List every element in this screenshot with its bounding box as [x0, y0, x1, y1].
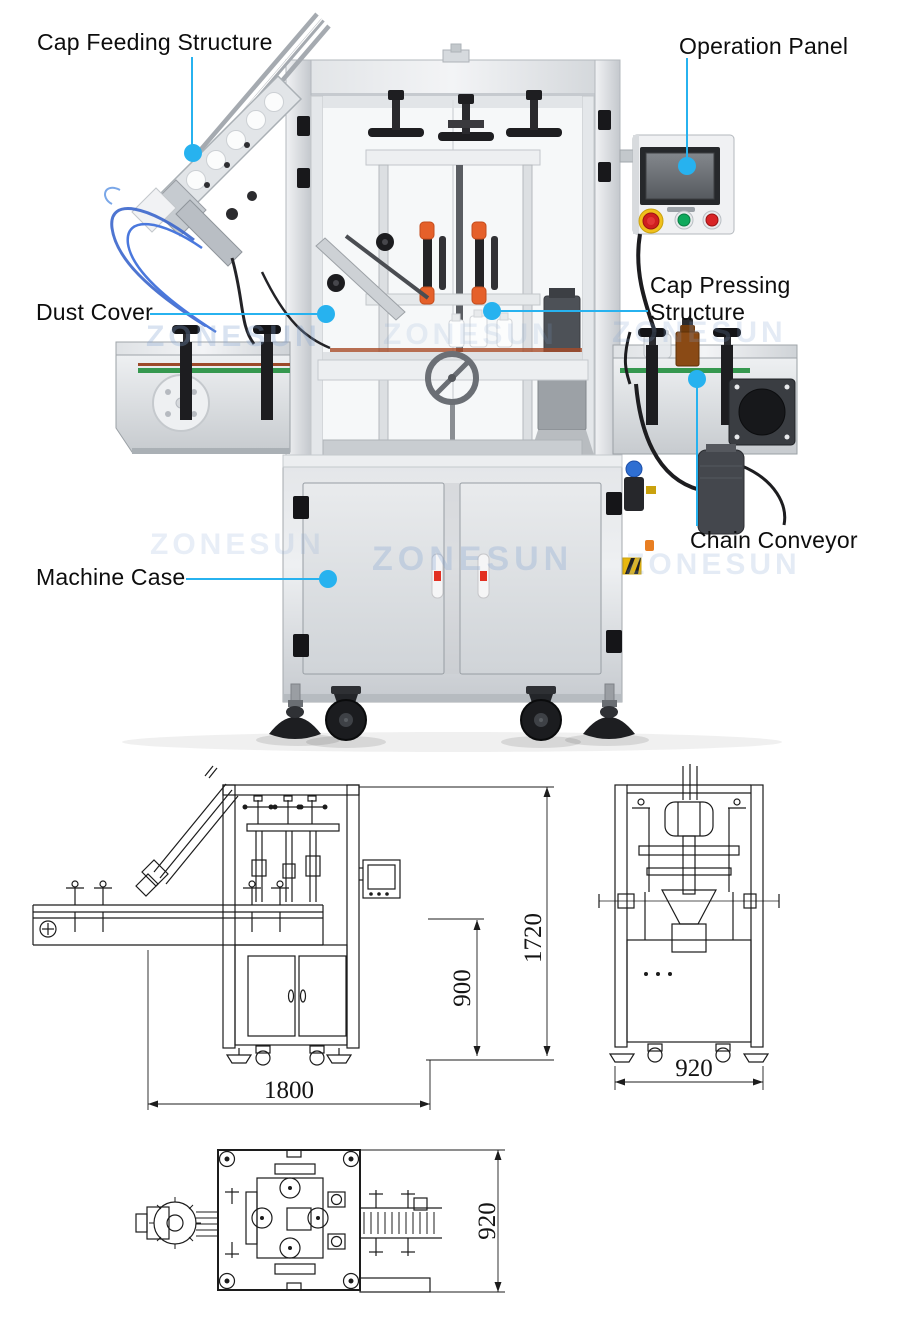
- watermark: ZONESUN: [150, 528, 325, 561]
- dim-1800-label: 1800: [264, 1077, 314, 1104]
- callout-cap-pressing-line: [492, 310, 648, 312]
- callout-chain-conveyor-dot: [688, 370, 706, 388]
- case-door-right: [459, 482, 602, 675]
- callout-cap-pressing-label: Cap Pressing Structure: [650, 272, 791, 326]
- callout-operation-panel-line: [686, 58, 688, 166]
- dim-side-920-label: 920: [675, 1055, 713, 1082]
- capping-mechanism: [315, 90, 594, 500]
- callout-dust-cover-line: [150, 313, 326, 315]
- capping-wheels: [419, 221, 498, 305]
- dim-1720-label: 1720: [520, 913, 547, 963]
- conveyor-motor: [697, 449, 745, 535]
- stop-button: [705, 213, 719, 227]
- handwheel: [425, 351, 479, 444]
- callout-operation-panel-label: Operation Panel: [679, 33, 849, 59]
- callout-machine-case-line: [186, 578, 328, 580]
- front-view-drawing: 900 1720 1800: [32, 765, 554, 1110]
- callout-dust-cover-label: Dust Cover: [36, 299, 154, 325]
- watermark: ZONESUN: [372, 540, 574, 578]
- watermark: ZONESUN: [146, 320, 321, 353]
- callout-cap-feeding-dot: [184, 144, 202, 162]
- watermark: ZONESUN: [626, 548, 801, 581]
- callout-chain-conveyor-label: Chain Conveyor: [690, 527, 858, 553]
- dimension-drawings: 900 1720 1800: [32, 764, 780, 1293]
- dim-top-920-label: 920: [474, 1202, 501, 1240]
- dim-900-label: 900: [449, 969, 476, 1007]
- door-hinges: [293, 492, 622, 657]
- dimension-drawings-section: 900 1720 1800: [0, 760, 898, 1325]
- callout-cap-feeding-line: [191, 57, 193, 153]
- callout-cap-feeding-label: Cap Feeding Structure: [37, 29, 273, 55]
- machine-illustration: [104, 12, 798, 752]
- caps-in-track: [186, 92, 284, 190]
- callout-cap-pressing-dot: [483, 302, 501, 320]
- machine-case-body: [282, 454, 623, 703]
- callout-dust-cover-dot: [317, 305, 335, 323]
- start-button: [677, 213, 691, 227]
- pneumatic-fittings: [622, 460, 656, 575]
- rail-clamps: [172, 325, 741, 425]
- floor-shadow: [122, 732, 782, 752]
- callout-machine-case-dot: [319, 570, 337, 588]
- callout-machine-case-label: Machine Case: [36, 564, 186, 590]
- watermark: ZONESUN: [612, 316, 787, 349]
- callout-chain-conveyor-line: [696, 379, 698, 526]
- door-handles: [431, 553, 490, 599]
- callout-operation-panel-dot: [678, 157, 696, 175]
- frame-hinges: [297, 110, 611, 188]
- machine-feet: [269, 683, 635, 741]
- machine-photo-section: ZONESUN ZONESUN ZONESUN ZONESUN ZONESUN …: [36, 12, 858, 752]
- side-view-drawing: 920: [598, 764, 780, 1090]
- cap-feeder-assembly: [104, 12, 331, 350]
- bottles: [448, 309, 513, 348]
- watermark: ZONESUN: [383, 318, 558, 351]
- top-view-drawing: 920: [135, 1149, 505, 1293]
